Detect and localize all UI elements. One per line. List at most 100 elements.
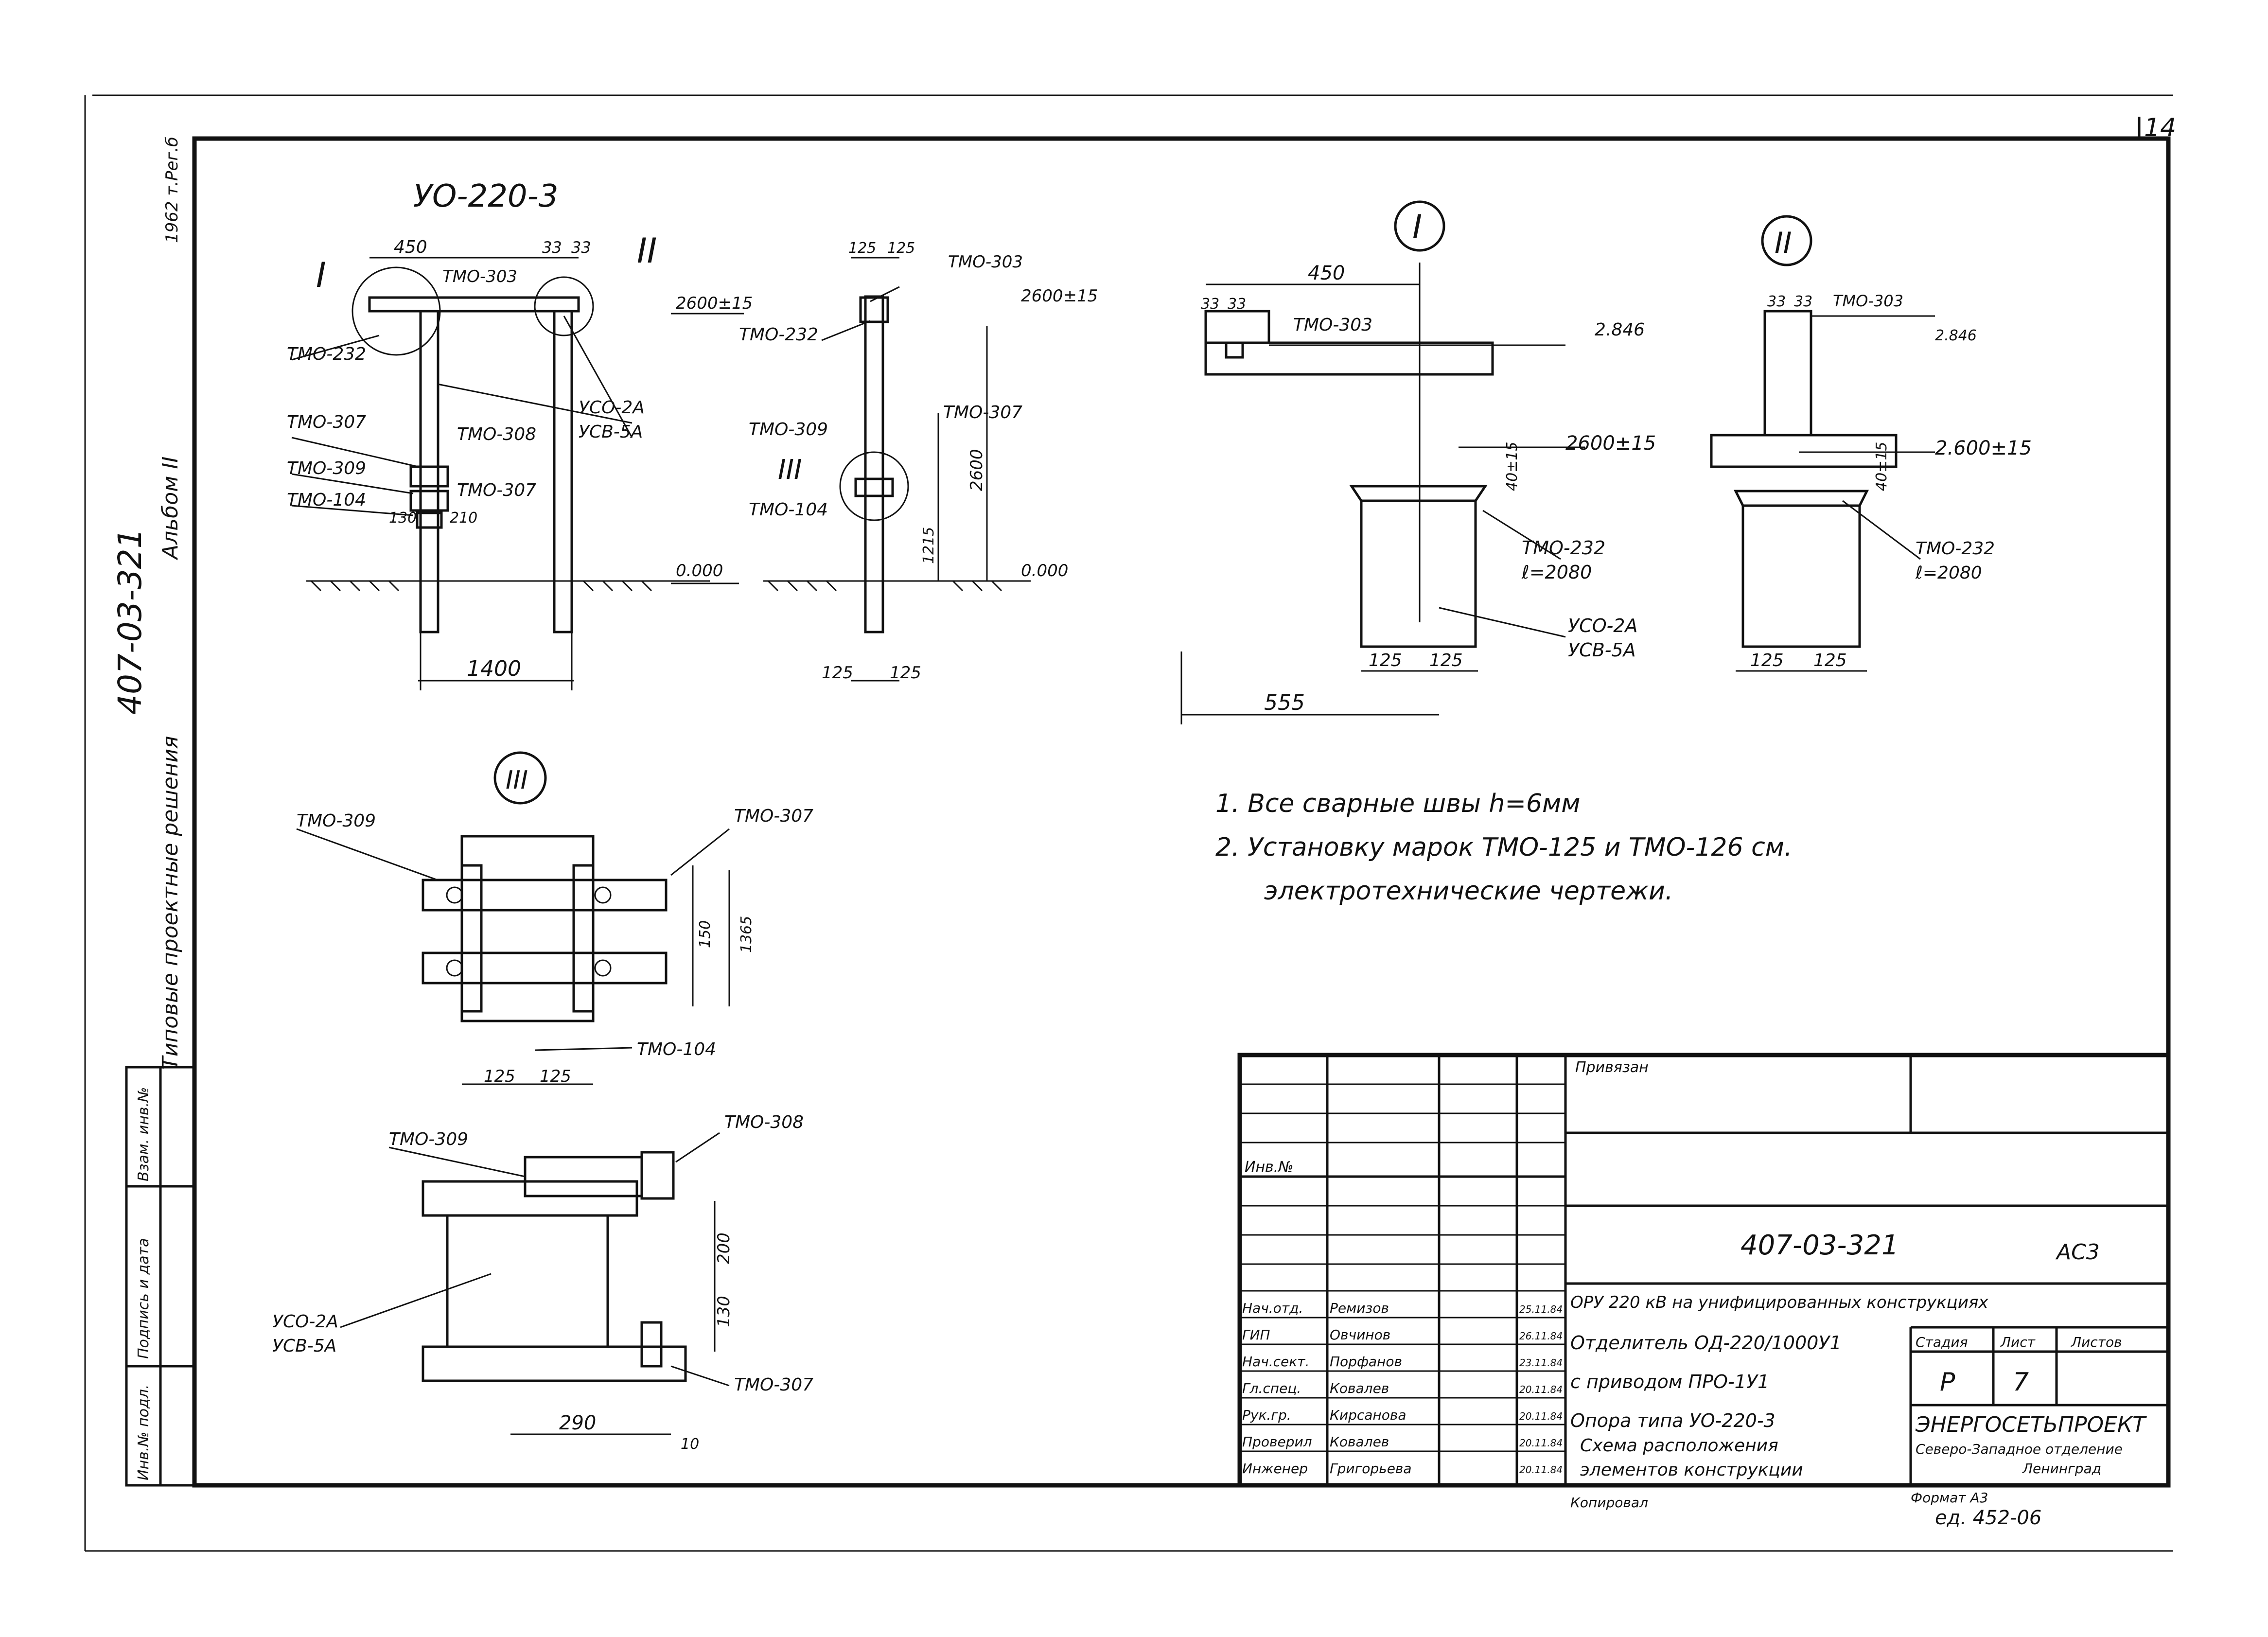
label-tmo-308: ТМО-308 (457, 424, 536, 444)
bottom-label-uso-2a: УСО-2А (272, 1312, 338, 1332)
side-label-tmo-303: ТМО-303 (948, 252, 1023, 272)
tb-date-4: 20.11.84 (1519, 1384, 1563, 1395)
detail-III-label-tmo-104: ТМО-104 (637, 1039, 716, 1059)
label-tmo-303: ТМО-303 (442, 267, 517, 286)
detail-III-dim-125b: 125 (540, 1067, 571, 1086)
detail-II-dim-33a: 33 (1767, 293, 1786, 310)
note-1: 1. Все сварные швы h=6мм (1215, 789, 1581, 818)
detail-III-label-tmo-309: ТМО-309 (297, 811, 376, 831)
tb-org-dept: Северо-Западное отделение (1916, 1441, 2123, 1457)
tb-name-4: Ковалев (1330, 1380, 1389, 1396)
detail-III-dim-150: 150 (697, 920, 714, 948)
detail-I-dim-450: 450 (1308, 262, 1345, 284)
label-tmo-307: ТМО-307 (287, 412, 366, 432)
detail-I-dim-33a: 33 (1201, 296, 1219, 313)
tb-object-1: Отделитель ОД-220/1000У1 (1570, 1332, 1842, 1354)
sheet-number: 14 (2144, 113, 2176, 142)
tb-role-6: Проверил (1242, 1434, 1312, 1450)
tb-date-3: 23.11.84 (1519, 1357, 1563, 1369)
tb-role-4: Гл.спец. (1242, 1380, 1301, 1396)
note-2: 2. Установку марок ТМО-125 и ТМО-126 см. (1215, 833, 1792, 862)
left-stamp: Инв.№ подл. Подпись и дата Взам. инв.№ (125, 1066, 196, 1487)
tb-stage-header: Стадия (1916, 1334, 1968, 1350)
side-label-tmo-309: ТМО-309 (749, 420, 828, 440)
side-label-tmo-307: ТМО-307 (943, 403, 1022, 422)
tb-object-5: элементов конструкции (1580, 1460, 1803, 1480)
detail-II-dim-2600: 2.600±15 (1935, 437, 2032, 459)
side-label-tmo-104: ТМО-104 (749, 500, 828, 520)
detail-II-label-tmo-232: ТМО-232 (1916, 539, 1995, 559)
callout-II: II (637, 231, 657, 271)
side-dim-2600-vert: 2600 (967, 449, 986, 491)
tb-date-5: 20.11.84 (1519, 1410, 1563, 1422)
tb-name-6: Ковалев (1330, 1434, 1389, 1450)
dim-130: 130 (389, 510, 417, 527)
detail-III: III ТМО-309 ТМО-307 ТМО-104 150 1365 125… (296, 751, 813, 1086)
title-block: Привязан Инв.№ 407-03-321 АС3 ОРУ 220 кВ… (1237, 1053, 2171, 1529)
side-view: ТМО-303 ТМО-232 ТМО-309 ТМО-104 ТМО-307 … (739, 240, 1098, 683)
side-dim-125d: 125 (890, 663, 921, 683)
detail-I-label-l2080: ℓ=2080 (1521, 562, 1592, 583)
detail-I-dim-2600: 2600±15 (1565, 432, 1656, 455)
tb-org-city: Ленинград (2022, 1461, 2101, 1477)
tb-date-7: 20.11.84 (1519, 1464, 1563, 1476)
tb-name-2: Овчинов (1330, 1327, 1390, 1343)
dim-450: 450 (394, 237, 427, 257)
dim-33a: 33 (542, 238, 562, 257)
bottom-dim-10: 10 (681, 1436, 699, 1453)
tb-object-4: Схема расположения (1580, 1436, 1778, 1456)
detail-II-level-2846: 2.846 (1935, 327, 1977, 344)
tb-date-2: 26.11.84 (1519, 1330, 1563, 1342)
side-label-tmo-232: ТМО-232 (739, 325, 818, 345)
stamp-inv-original: Инв.№ подл. (135, 1385, 152, 1480)
tb-role-1: Нач.отд. (1242, 1300, 1303, 1316)
sheet-frame: 14 (84, 94, 2176, 1552)
detail-I-dim-125a: 125 (1369, 651, 1402, 670)
tb-org-name: ЭНЕРГОСЕТЬПРОЕКТ (1915, 1412, 2147, 1437)
dim-1400: 1400 (467, 656, 521, 681)
main-view: УО-220-3 I II ТМО-303 ТМО-232 (287, 178, 753, 690)
bottom-label-usv-5a: УСВ-5А (272, 1336, 336, 1356)
detail-III-marker: III (506, 766, 528, 795)
tb-object-3: Опора типа УО-220-3 (1570, 1410, 1776, 1431)
side-dim-125a: 125 (848, 240, 876, 257)
callout-III-side: III (778, 454, 802, 486)
detail-I-label-tmo-232: ТМО-232 (1522, 537, 1605, 559)
detail-I: I 450 33 33 ТМО-303 2.846 2600±15 40±15 … (1180, 200, 1656, 724)
label-tmo-309: ТМО-309 (287, 458, 366, 478)
tb-name-5: Кирсанова (1330, 1407, 1407, 1423)
tb-sheet-header: Лист (2000, 1334, 2036, 1350)
tb-name-1: Ремизов (1330, 1300, 1389, 1316)
side-dim-125c: 125 (822, 663, 853, 683)
tb-stage: Р (1940, 1368, 1955, 1397)
bottom-dim-290: 290 (559, 1412, 596, 1434)
tb-code: 407-03-321 (1741, 1230, 1899, 1261)
dim-33b: 33 (571, 238, 591, 257)
side-level-0000: 0.000 (1021, 561, 1068, 581)
stamp-signature-date: Подпись и дата (135, 1238, 152, 1359)
bottom-detail: ТМО-309 ТМО-308 УСО-2А УСВ-5А ТМО-307 20… (272, 1112, 813, 1453)
detail-I-label-usv-5a: УСВ-5А (1568, 639, 1636, 661)
tb-sheets-header: Листов (2071, 1334, 2122, 1350)
side-dim-2600: 2600±15 (1021, 286, 1098, 306)
tb-date-6: 20.11.84 (1519, 1437, 1563, 1449)
detail-III-dim-125a: 125 (484, 1067, 515, 1086)
dim-2600: 2600±15 (676, 294, 753, 313)
tb-attached: Привязан (1575, 1059, 1649, 1076)
side-dim-1215: 1215 (920, 527, 937, 564)
tb-tracing-no: ед. 452-06 (1935, 1507, 2041, 1529)
project-code-vertical: 407-03-321 (111, 528, 149, 715)
album-vertical: Альбом II (158, 457, 183, 561)
label-usv-5a: УСВ-5А (579, 422, 643, 442)
detail-II: II 33 33 ТМО-303 2.846 2.600±15 40±15 ТМ… (1710, 215, 2032, 672)
detail-II-dim-125a: 125 (1750, 651, 1784, 670)
bottom-dim-200: 200 (714, 1232, 734, 1264)
tb-project-title: ОРУ 220 кВ на унифицированных конструкци… (1570, 1293, 1988, 1312)
label-tmo-104: ТМО-104 (287, 490, 366, 510)
bottom-label-tmo-309: ТМО-309 (389, 1129, 468, 1149)
bottom-label-tmo-307: ТМО-307 (734, 1375, 813, 1395)
detail-I-dim-33b: 33 (1228, 296, 1246, 313)
tb-sheet: 7 (2013, 1368, 2029, 1397)
drawing-title: УО-220-3 (413, 178, 558, 214)
